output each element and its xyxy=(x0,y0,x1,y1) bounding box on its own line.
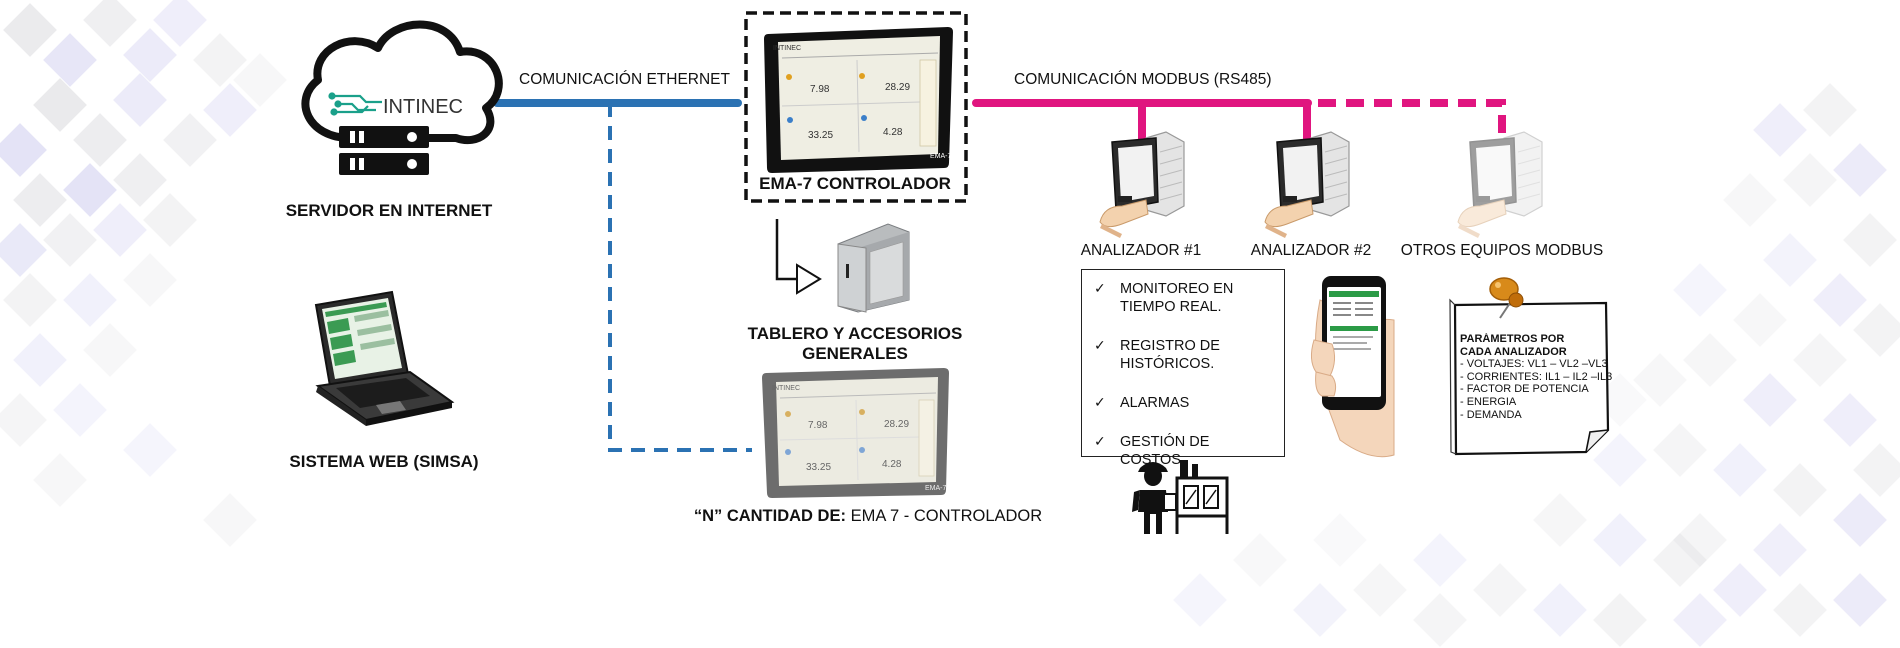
parameters-note-item: - FACTOR DE POTENCIA xyxy=(1460,383,1589,396)
n-controllers-icon: 7.98 28.29 33.25 4.28 INTINEC EMA-7 xyxy=(762,368,949,498)
features-box: MONITOREO EN TIEMPO REAL. REGISTRO DE HI… xyxy=(1081,269,1285,468)
svg-text:7.98: 7.98 xyxy=(810,84,830,95)
background-tile xyxy=(83,0,137,47)
controller-label: EMA-7 CONTROLADOR xyxy=(759,174,951,193)
svg-text:EMA-7: EMA-7 xyxy=(925,485,947,492)
features-list: MONITOREO EN TIEMPO REAL. REGISTRO DE HI… xyxy=(1082,270,1284,469)
background-tile xyxy=(123,28,177,82)
svg-text:28.29: 28.29 xyxy=(885,82,910,93)
background-tile xyxy=(33,78,87,132)
svg-text:INTINEC: INTINEC xyxy=(773,45,801,52)
feature-item: GESTIÓN DE COSTOS. xyxy=(1094,433,1276,469)
cabinet-label-line-1: TABLERO Y ACCESORIOS xyxy=(747,324,963,343)
ethernet-dashed-line xyxy=(608,103,752,452)
other-modbus-label: OTROS EQUIPOS MODBUS xyxy=(1400,242,1604,259)
svg-text:EMA-7: EMA-7 xyxy=(930,153,952,160)
background-tile xyxy=(113,73,167,127)
web-system-label: SISTEMA WEB (SIMSA) xyxy=(289,452,479,471)
parameters-note-title: PARÁMETROS POR CADA ANALIZADOR xyxy=(1460,333,1567,358)
pushpin-icon xyxy=(1489,277,1524,319)
background-tile xyxy=(83,323,137,377)
controller-dashed-frame xyxy=(744,11,968,203)
parameters-note-item: - CORRIENTES: IL1 – IL2 –IL3 xyxy=(1460,370,1612,383)
parameters-note-item: - VOLTAJES: VL1 – VL2 –VL3 xyxy=(1460,358,1608,371)
analyzer-2-label: ANALIZADOR #2 xyxy=(1250,242,1372,259)
background-tile xyxy=(0,223,47,277)
svg-text:7.98: 7.98 xyxy=(808,420,828,431)
background-tile xyxy=(203,83,257,137)
background-tile xyxy=(93,203,147,257)
background-tile xyxy=(3,273,57,327)
background-tile xyxy=(63,163,117,217)
smartphone-icon xyxy=(1310,276,1395,458)
feature-item: ALARMAS xyxy=(1094,394,1276,412)
worker-icon xyxy=(1132,460,1229,534)
background-tile xyxy=(123,253,177,307)
laptop-icon xyxy=(314,290,455,426)
parameters-note-text: PARÁMETROS POR CADA ANALIZADOR - VOLTAJE… xyxy=(1460,333,1612,421)
ethernet-label: COMUNICACIÓN ETHERNET xyxy=(519,71,730,88)
background-tile xyxy=(63,273,117,327)
ethernet-connection xyxy=(493,99,752,452)
background-tile xyxy=(163,113,217,167)
analyzer-1-icon xyxy=(1099,131,1185,239)
n-controllers-label: “N” CANTIDAD DE: EMA 7 - CONTROLADOR xyxy=(694,507,1042,526)
background-tile xyxy=(153,0,207,47)
background-tile xyxy=(113,153,167,207)
svg-text:4.28: 4.28 xyxy=(883,127,903,138)
parameters-note-item: - ENERGIA xyxy=(1460,395,1517,408)
svg-text:INTINEC: INTINEC xyxy=(772,385,800,392)
background-tile xyxy=(193,33,247,87)
background-tile xyxy=(143,193,197,247)
analyzer-1-label: ANALIZADOR #1 xyxy=(1080,242,1202,259)
analyzer-2-icon xyxy=(1264,131,1350,239)
background-tile xyxy=(0,123,47,177)
server-label: SERVIDOR EN INTERNET xyxy=(285,201,493,220)
ema7-controller-icon: 7.98 28.29 33.25 4.28 INTINEC EMA-7 xyxy=(764,27,953,173)
modbus-dashed-line xyxy=(1318,99,1506,136)
background-tile xyxy=(53,383,107,437)
n-controllers-label-bold: “N” CANTIDAD DE: xyxy=(693,507,846,525)
background-tile xyxy=(73,113,127,167)
svg-text:33.25: 33.25 xyxy=(806,462,831,473)
background-tile xyxy=(3,3,57,57)
background-tile xyxy=(123,423,177,477)
background-tile xyxy=(43,33,97,87)
cloud-server-icon: INTINEC xyxy=(301,20,503,175)
other-modbus-icon xyxy=(1457,131,1543,239)
electrical-cabinet-icon xyxy=(837,223,910,313)
modbus-connection xyxy=(972,99,1506,140)
background-tile xyxy=(33,453,87,507)
feature-item: MONITOREO EN TIEMPO REAL. xyxy=(1094,280,1276,316)
n-controllers-label-rest: EMA 7 - CONTROLADOR xyxy=(845,507,1043,525)
background-tile xyxy=(233,53,287,107)
controller-to-cabinet-arrow xyxy=(775,219,822,295)
background-tile xyxy=(13,333,67,387)
background-tile xyxy=(0,393,47,447)
svg-text:28.29: 28.29 xyxy=(884,419,909,430)
feature-item: REGISTRO DE HISTÓRICOS. xyxy=(1094,337,1276,373)
background-tile xyxy=(13,173,67,227)
background-tile xyxy=(43,213,97,267)
parameters-note-card xyxy=(1449,298,1610,456)
svg-text:33.25: 33.25 xyxy=(808,130,833,141)
server-logo-text: INTINEC xyxy=(383,96,463,118)
cabinet-label-line-2: GENERALES xyxy=(802,344,908,363)
modbus-label: COMUNICACIÓN MODBUS (RS485) xyxy=(1014,71,1272,88)
svg-text:4.28: 4.28 xyxy=(882,459,902,470)
parameters-note-item: - DEMANDA xyxy=(1460,408,1522,421)
